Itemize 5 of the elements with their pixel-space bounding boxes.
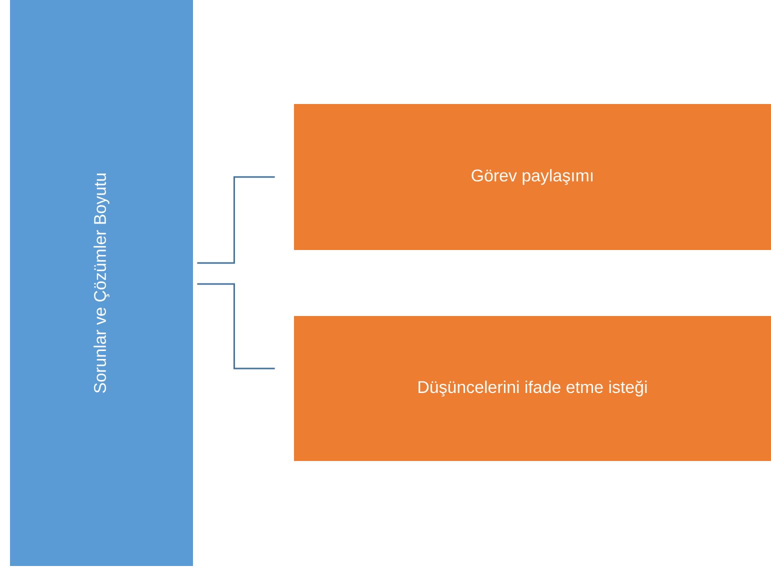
connector-line	[197, 176, 275, 264]
item-box: Düşüncelerini ifade etme isteği	[294, 316, 771, 461]
connector-line	[197, 283, 275, 370]
category-box: Sorunlar ve Çözümler Boyutu	[10, 0, 193, 566]
item-box: Görev paylaşımı	[294, 104, 771, 250]
